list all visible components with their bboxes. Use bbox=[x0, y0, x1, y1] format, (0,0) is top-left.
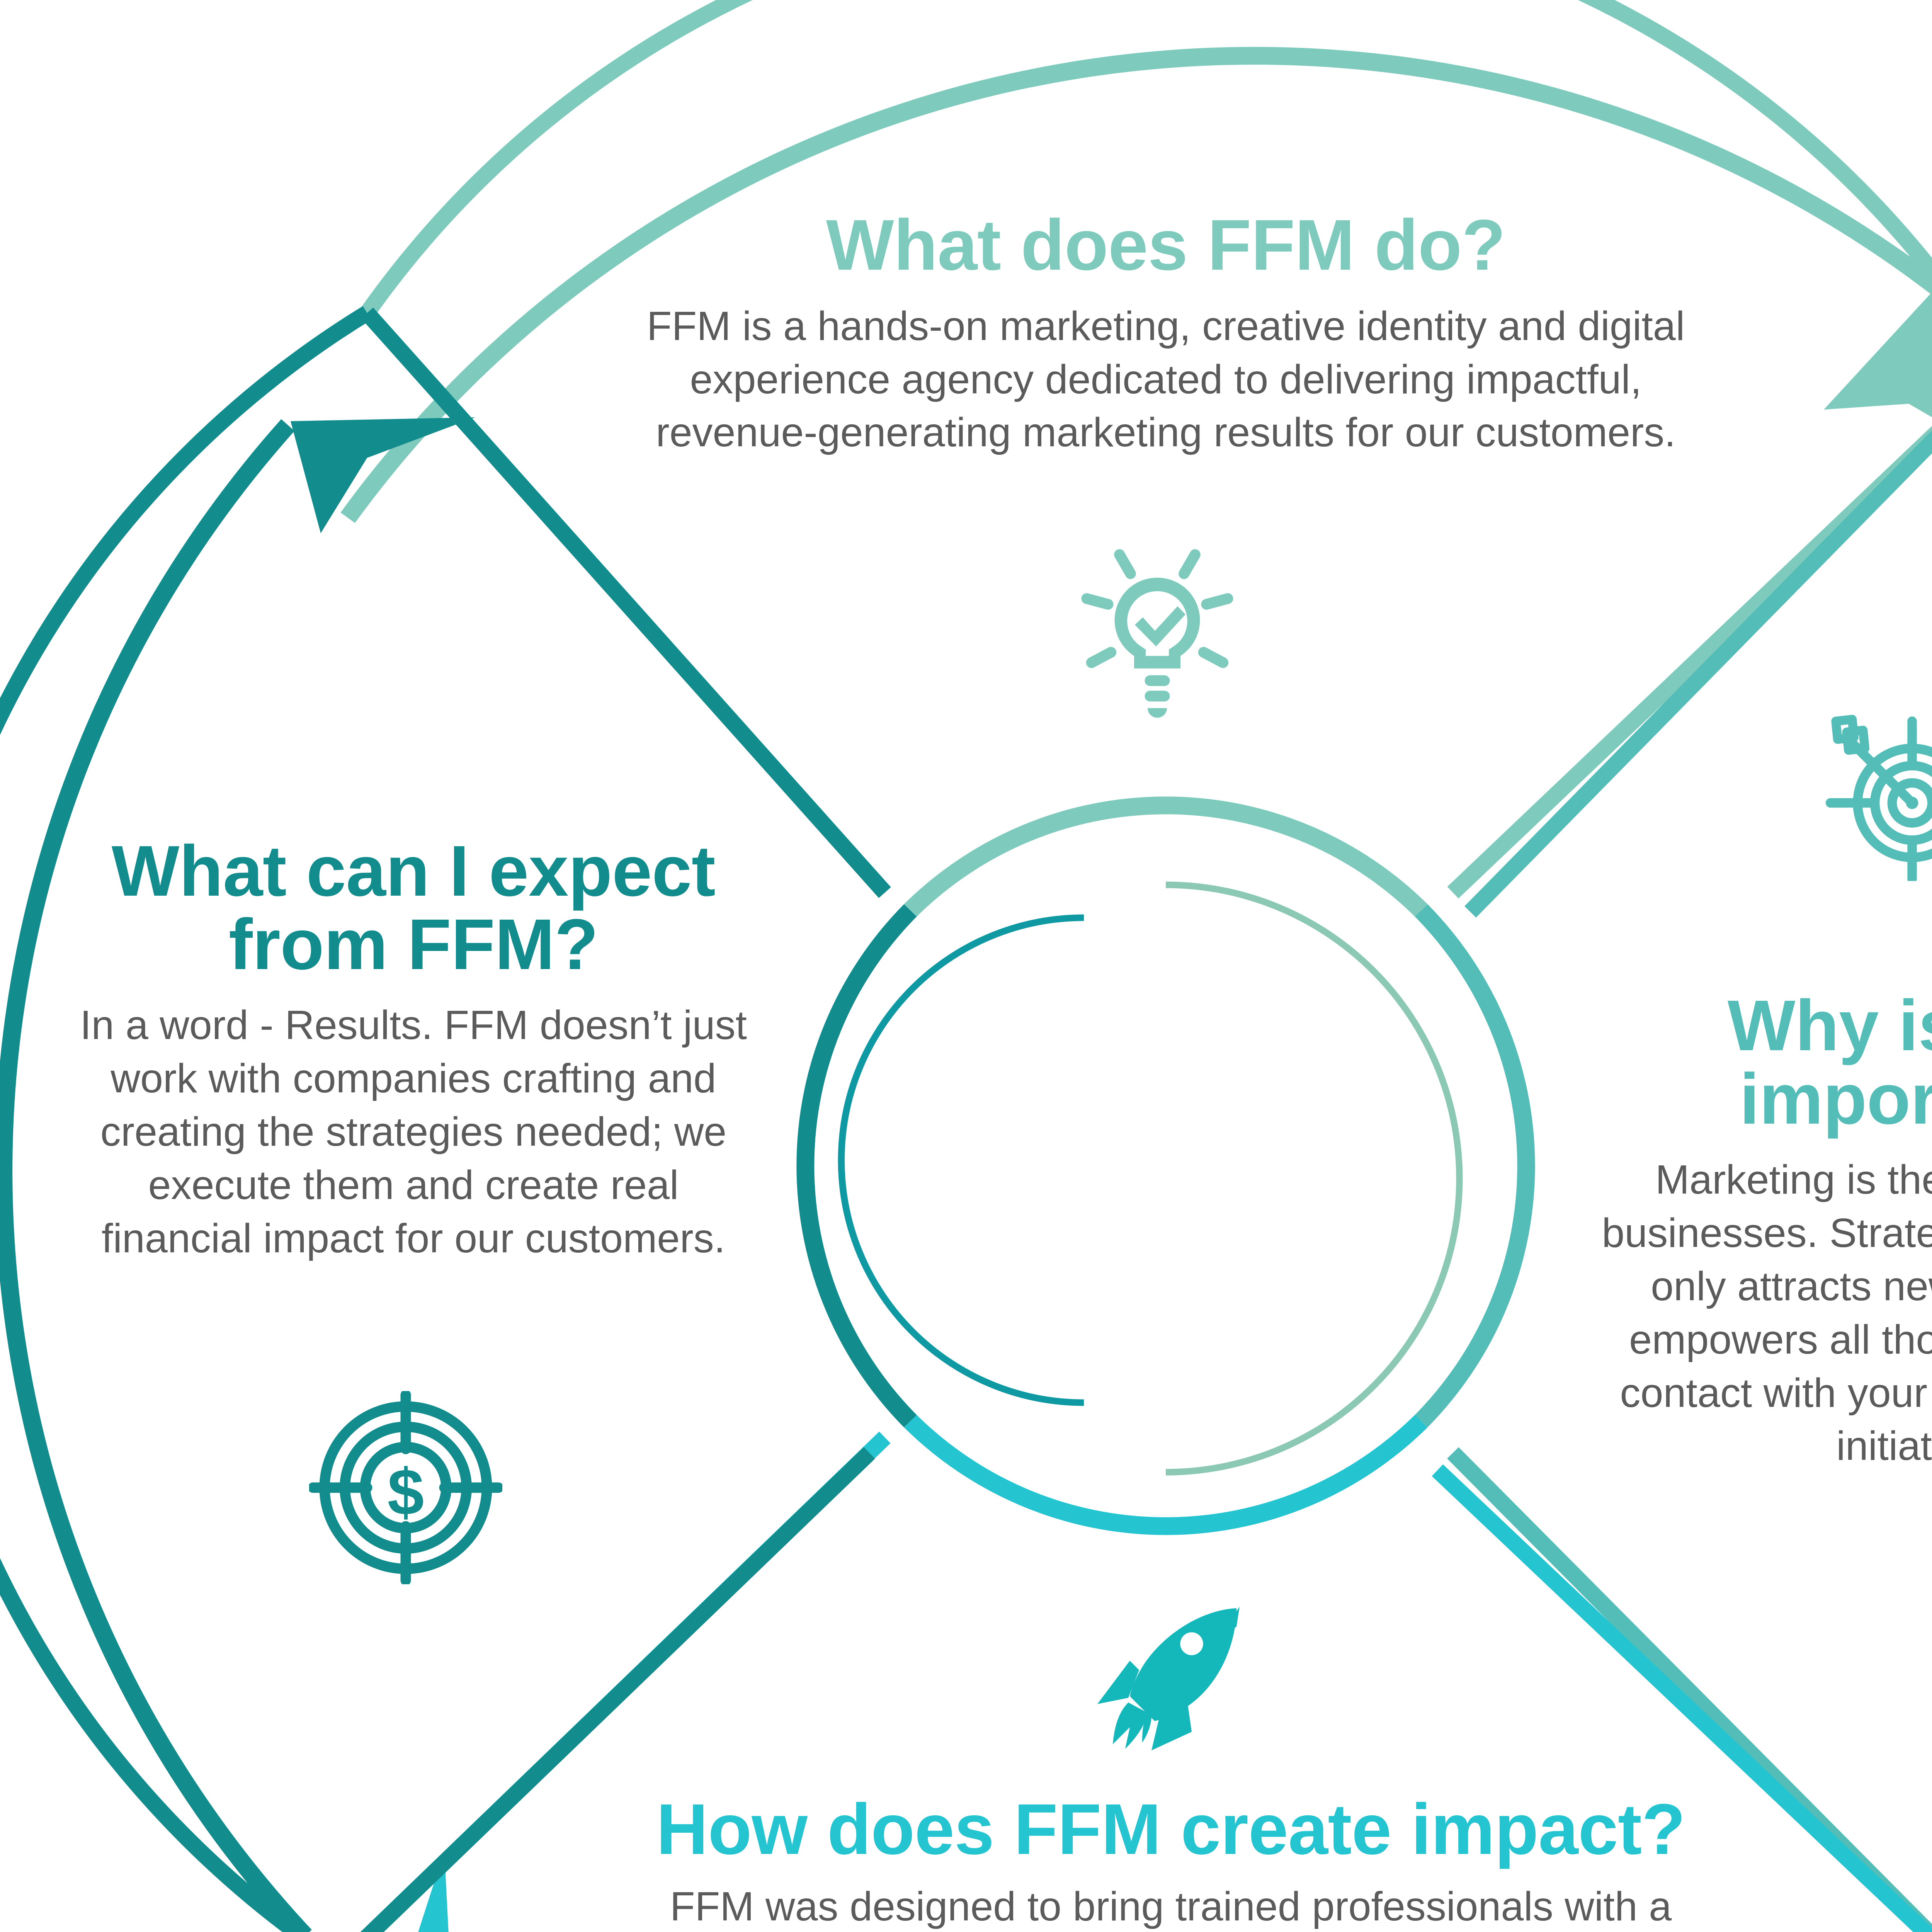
quadrant-left: What can I expect from FFM? In a word - … bbox=[46, 835, 781, 1265]
dollar-target-icon: $ bbox=[308, 1389, 504, 1586]
quadrant-right: Why is FFM important? Marketing is the l… bbox=[1573, 989, 1932, 1473]
quadrant-bottom-title: How does FFM create impact? bbox=[656, 1789, 1685, 1869]
lightbulb-check-icon bbox=[1061, 541, 1254, 734]
wedge-top-arc bbox=[360, 0, 1932, 318]
quadrant-right-title: Why is FFM important? bbox=[1727, 986, 1932, 1139]
quadrant-top: What does FFM do? FFM is a hands-on mark… bbox=[509, 209, 1823, 459]
ffm-crescent-logo bbox=[838, 881, 1463, 1476]
wedge-left-arc bbox=[0, 306, 371, 1932]
wedge-right-top-leg bbox=[1464, 430, 1932, 918]
quadrant-bottom: How does FFM create impact? FFM was desi… bbox=[603, 1793, 1739, 1932]
quadrant-top-body: FFM is a hands-on marketing, creative id… bbox=[646, 303, 1685, 456]
target-arrow-icon bbox=[1812, 699, 1932, 884]
hub-ring bbox=[796, 796, 1535, 1535]
wedge-left-bottom-leg bbox=[360, 1447, 875, 1932]
quadrant-left-title: What can I expect from FFM? bbox=[111, 831, 716, 985]
outer-arc-left bbox=[0, 417, 475, 1932]
quadrant-bottom-body: FFM was designed to bring trained profes… bbox=[670, 1883, 1672, 1929]
outer-arc-top bbox=[340, 47, 1932, 523]
wedge-left-top-leg bbox=[361, 308, 891, 898]
quadrant-left-body: In a word - Results. FFM doesn’t just wo… bbox=[80, 1002, 747, 1261]
wedge-bottom-right-leg bbox=[1432, 1464, 1932, 1932]
quadrant-right-body: Marketing is the lifeforce of all busine… bbox=[1602, 1157, 1932, 1469]
quadrant-top-title: What does FFM do? bbox=[826, 205, 1506, 285]
rocket-icon bbox=[1090, 1604, 1244, 1758]
svg-text:$: $ bbox=[388, 1456, 424, 1529]
